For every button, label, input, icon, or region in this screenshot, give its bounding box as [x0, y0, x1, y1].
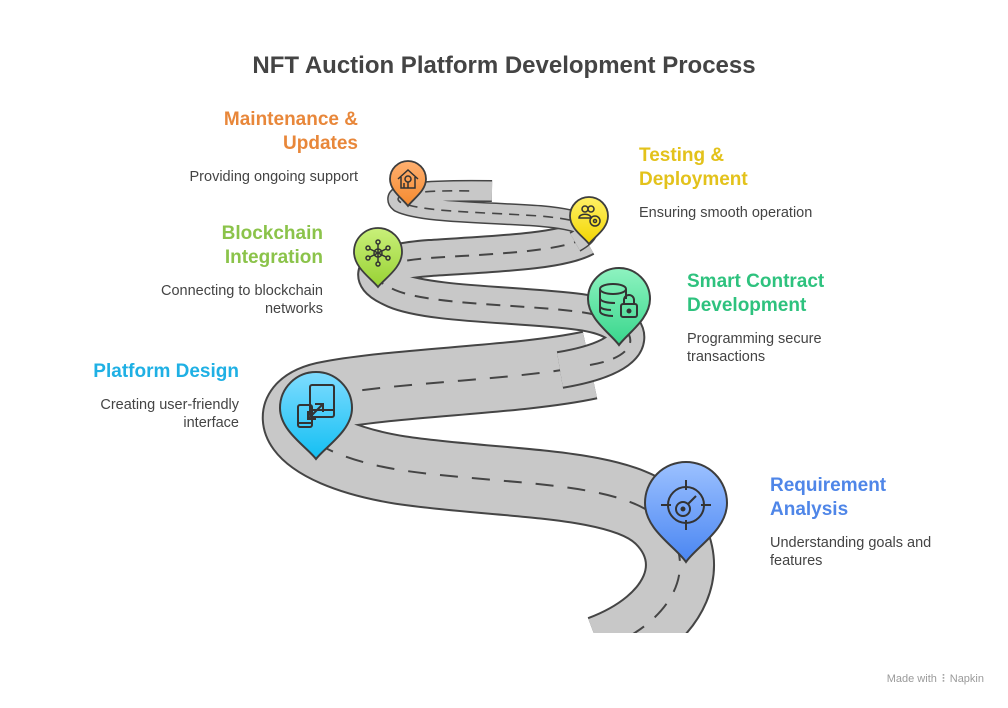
- network-node-icon: [365, 239, 391, 267]
- made-with-credit[interactable]: Made with ⫶ Napkin: [887, 673, 984, 686]
- pin-blockchain-integration[interactable]: [353, 227, 403, 289]
- step-description: interface: [183, 415, 239, 431]
- step-title: Blockchain: [221, 223, 323, 244]
- step-description: Programming secure: [687, 331, 822, 347]
- step-title: Analysis: [770, 499, 849, 520]
- step-title: Testing &: [639, 145, 725, 166]
- step-title: Updates: [283, 133, 358, 154]
- pin-maintenance-updates[interactable]: [389, 160, 427, 208]
- step-title: Integration: [224, 247, 323, 268]
- step-smart-contract-development: Smart Contract Development Programming s…: [687, 270, 987, 366]
- step-title: Maintenance &: [223, 109, 358, 130]
- step-maintenance-updates: Maintenance & Updates Providing ongoing …: [58, 108, 358, 186]
- step-title: Deployment: [639, 169, 748, 190]
- step-platform-design: Platform Design Creating user-friendly i…: [0, 360, 239, 432]
- step-description: features: [770, 553, 823, 569]
- step-description: Creating user-friendly: [100, 397, 239, 413]
- napkin-logo-icon: ⫶: [941, 673, 945, 685]
- responsive-resize-icon: [297, 384, 335, 428]
- step-testing-deployment: Testing & Deployment Ensuring smooth ope…: [639, 144, 939, 222]
- pin-smart-contract-development[interactable]: [586, 267, 652, 347]
- step-description: Understanding goals and: [770, 535, 932, 551]
- step-description: Providing ongoing support: [189, 169, 358, 185]
- users-settings-icon: [578, 205, 601, 227]
- brand-name: Napkin: [949, 673, 984, 685]
- step-description: Ensuring smooth operation: [639, 205, 813, 221]
- step-description: Connecting to blockchain: [160, 283, 323, 299]
- house-wrench-icon: [397, 168, 419, 189]
- step-blockchain-integration: Blockchain Integration Connecting to blo…: [23, 222, 323, 318]
- step-title: Development: [687, 295, 807, 316]
- page-title: NFT Auction Platform Development Process: [252, 52, 756, 79]
- step-title: Smart Contract: [687, 271, 825, 292]
- pin-requirement-analysis[interactable]: [643, 461, 729, 564]
- step-description: transactions: [687, 349, 766, 365]
- step-title: Requirement: [770, 475, 887, 496]
- database-lock-icon: [599, 283, 638, 318]
- step-description: networks: [264, 301, 323, 317]
- road-segment-bottom: [262, 330, 715, 633]
- pin-testing-deployment[interactable]: [569, 196, 609, 246]
- step-title: Platform Design: [93, 361, 239, 382]
- target-key-icon: [661, 480, 711, 530]
- made-with-label: Made with: [886, 673, 937, 685]
- step-requirement-analysis: Requirement Analysis Understanding goals…: [770, 474, 1000, 570]
- pin-platform-design[interactable]: [278, 371, 354, 461]
